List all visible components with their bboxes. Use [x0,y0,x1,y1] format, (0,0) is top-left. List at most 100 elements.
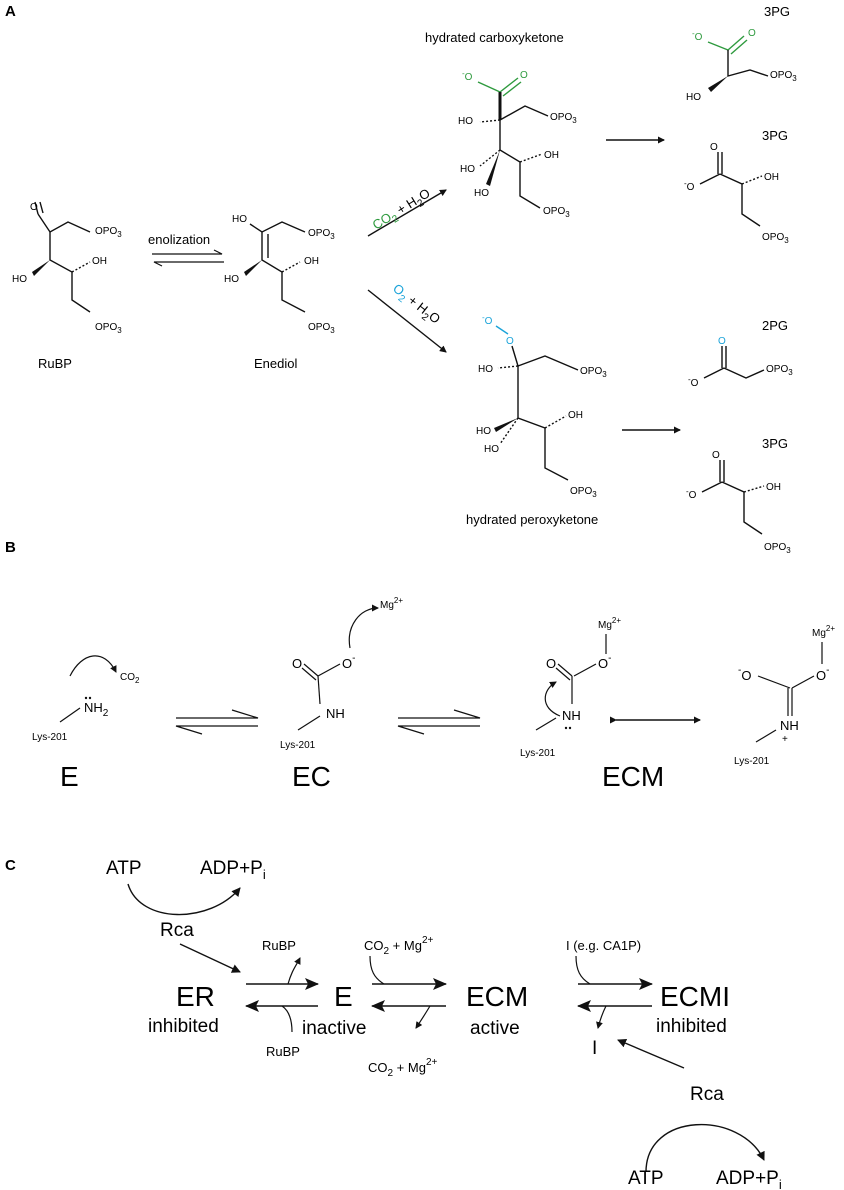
e-label: E [60,761,79,792]
co2-h2o-label: CO2 + H2O [370,185,435,236]
ecm2-mg: Mg2+ [812,624,835,639]
peroxyketone-label: hydrated peroxyketone [466,512,598,527]
pg2-product: 2PG O -O OPO3 [688,318,793,389]
enediol-opo3-top: OPO3 [308,228,335,241]
ecm2-nh: NH [780,718,799,733]
adp-bottom: ADP+Pi [716,1168,782,1190]
peroxy-ho2: HO [476,426,491,437]
ecm2-plus: + [782,734,788,745]
peroxy-opo3-top: OPO3 [580,366,607,379]
pg3-bottom-label: 3PG [762,436,788,451]
ecm-o: O [546,656,556,671]
pg3-middle-label: 3PG [762,128,788,143]
panel-b-letter: B [5,539,16,556]
pg2-o: O [718,336,726,347]
carboxyketone-label: hydrated carboxyketone [425,30,564,45]
enolization-label: enolization [148,232,210,247]
peroxy-ho3: HO [484,444,499,455]
ecm-label: ECM [602,761,664,792]
atp-bottom: ATP [628,1168,664,1189]
peroxy-o1: -O [482,313,493,327]
hydrated-peroxyketone-structure: -O O OPO3 HO HO HO OH OPO3 hydrated pero… [466,313,607,527]
rca-arrow-top [179,943,241,973]
carboxy-ho1: HO [458,116,473,127]
ecm2-ominus: O- [816,665,829,683]
pg3-green-o: O [748,28,756,39]
species-ec: O O- Mg2+ NH Lys-201 EC [280,596,403,792]
peroxy-o2: O [506,336,514,347]
enediol-ho-top: HO [232,214,247,225]
er-inhibited: inhibited [148,1016,219,1037]
atp-top: ATP [106,858,142,879]
pg3c-oh: OH [766,482,781,493]
hydrated-carboxyketone-structure: hydrated carboxyketone -O O OPO3 HO HO H… [425,30,577,219]
pg3-green-ominus: -O [692,29,703,43]
e-co2: CO2 [120,672,140,685]
carboxy-oh: OH [544,150,559,161]
rca-arrow-bottom [617,1038,685,1069]
pg3-product-green: 3PG -O O HO OPO3 [686,4,797,103]
rubp-opo3-top: OPO3 [95,226,122,239]
carboxylation-arrow: CO2 + H2O [367,185,447,237]
rubp-released: RuBP [262,938,296,953]
ecm2-ominus-left: -O [738,665,751,683]
species-ecm: Mg2+ O- O NH Lys-201 ECM [520,616,664,792]
inhibitor-out: I [592,1038,597,1059]
ec-label: EC [292,761,331,792]
rubp-structure: O HO OH OPO3 OPO3 RuBP [12,201,122,371]
ec-lys: Lys-201 [280,740,316,751]
peroxy-oh: OH [568,410,583,421]
co2-mg-in: CO2 + Mg2+ [364,935,433,957]
ecm2-lys: Lys-201 [734,756,770,767]
rca-top: Rca [160,920,194,941]
pg2-opo3: OPO3 [766,364,793,377]
panel-a-letter: A [5,3,16,20]
species-ecm-resonance: Mg2+ O- -O NH + Lys-201 [734,624,835,767]
co2-mg-out: CO2 + Mg2+ [368,1057,437,1079]
ecm-mg: Mg2+ [598,616,621,631]
e-inactive: inactive [302,1018,366,1039]
pg3b-o: O [710,142,718,153]
ecmi-inhibited: inhibited [656,1016,727,1037]
ecmi-node: ECMI [660,981,730,1012]
equilibrium-ec-ecm [397,709,481,735]
pg3-green-ho: HO [686,92,701,103]
rubp-oh: OH [92,256,107,267]
atp-hydrolysis-arrow-bottom [645,1123,765,1173]
ec-nh: NH [326,706,345,721]
rubp-label: RuBP [38,356,72,371]
inhibitor-in: I (e.g. CA1P) [566,938,641,953]
panel-a: A O HO OH OPO3 OPO3 RuBP enolization HO [5,3,797,555]
e-lys: Lys-201 [32,732,68,743]
enediol-label: Enediol [254,356,297,371]
o2-h2o-label: O2 + H2O [388,281,444,330]
ecm-ominus: O- [598,653,611,671]
ec-o: O [292,656,302,671]
ecm-lys: Lys-201 [520,748,556,759]
enediol-oh: OH [304,256,319,267]
carboxy-o-minus: -O [462,69,473,83]
ec-mg: Mg2+ [380,596,403,611]
rubp-ho: HO [12,274,27,285]
e-node: E [334,981,353,1012]
ecm-active: active [470,1018,520,1039]
e-nh2: NH2 [84,700,109,719]
pg3c-o: O [712,450,720,461]
species-e: CO2 NH2 Lys-201 E [32,655,140,792]
rubp-binding: RuBP [266,1044,300,1059]
peroxy-opo3-bottom: OPO3 [570,486,597,499]
rubp-keto-o: O [30,202,38,213]
carboxy-opo3-bottom: OPO3 [543,206,570,219]
enolization-arrows: enolization [148,232,224,267]
pg3-product-3: 3PG O -O OH OPO3 [686,436,791,555]
pg3-top-label: 3PG [764,4,790,19]
pg2-label: 2PG [762,318,788,333]
ecm-nh: NH [562,708,581,723]
peroxy-ho1: HO [478,364,493,375]
pg3b-ominus: -O [684,179,695,193]
rubp-opo3-bottom: OPO3 [95,322,122,335]
enediol-ho: HO [224,274,239,285]
pg3-product-2: 3PG O -O OH OPO3 [684,128,789,245]
carboxy-ho3: HO [474,188,489,199]
